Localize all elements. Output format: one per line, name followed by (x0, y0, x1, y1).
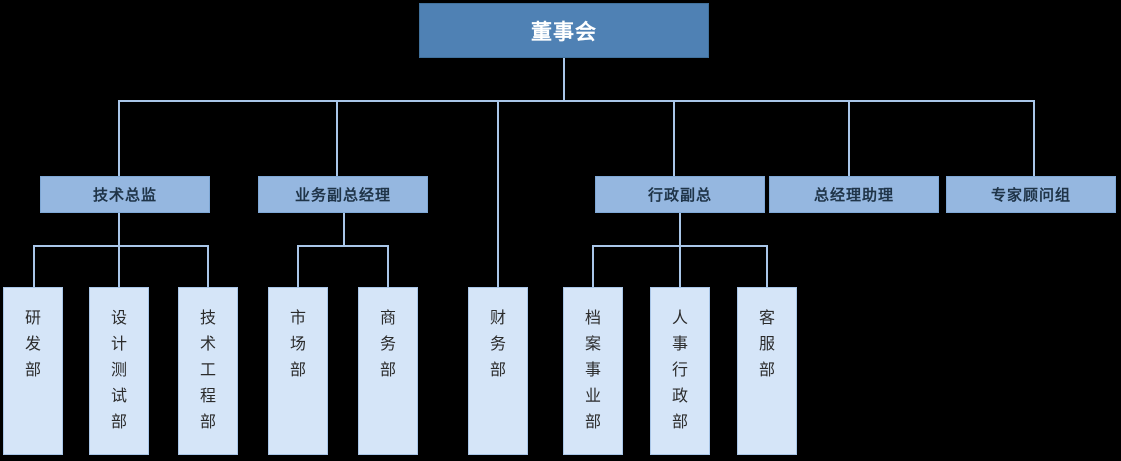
connector-drop-market-dept (297, 245, 299, 287)
node-hr-admin[interactable]: 人事行政部 (650, 287, 710, 455)
node-label: 研发部 (24, 310, 41, 379)
connector-drop-gm-assistant (848, 100, 850, 176)
connector-stem-tech-director (118, 212, 120, 246)
node-label: 商务部 (379, 310, 396, 379)
node-label: 专家顾问组 (990, 187, 1071, 204)
connector-drop-expert-advisory (1033, 100, 1035, 176)
node-admin-vp[interactable]: 行政副总 (595, 176, 765, 213)
connector-drop-admin-vp (673, 100, 675, 176)
node-label: 行政副总 (647, 187, 712, 204)
connector-drop-finance-dept (497, 100, 499, 287)
node-market-dept[interactable]: 市场部 (268, 287, 328, 455)
node-archives-div[interactable]: 档案事业部 (563, 287, 623, 455)
node-tech-director[interactable]: 技术总监 (40, 176, 210, 213)
connector-root-stem (563, 58, 565, 102)
connector-drop-commerce-dept (387, 245, 389, 287)
connector-stem-business-vp (343, 212, 345, 246)
node-gm-assistant[interactable]: 总经理助理 (769, 176, 939, 213)
node-label: 技术工程部 (199, 310, 216, 431)
connector-drop-business-vp (336, 100, 338, 176)
connector-drop-rd-dept (33, 245, 35, 287)
node-tech-eng[interactable]: 技术工程部 (178, 287, 238, 455)
node-service-dept[interactable]: 客服部 (737, 287, 797, 455)
node-label: 总经理助理 (813, 187, 894, 204)
node-board-of-directors[interactable]: 董事会 (419, 3, 709, 58)
node-business-vp[interactable]: 业务副总经理 (258, 176, 428, 213)
connector-main-bus (118, 100, 1034, 102)
connector-drop-tech-director (118, 100, 120, 176)
connector-bus-business-vp (297, 245, 388, 247)
connector-bus-tech-director (33, 245, 208, 247)
node-label: 财务部 (489, 310, 506, 379)
connector-drop-design-test (118, 245, 120, 287)
node-label: 董事会 (531, 20, 597, 44)
node-label: 设计测试部 (110, 310, 127, 431)
connector-drop-tech-eng (207, 245, 209, 287)
node-label: 业务副总经理 (294, 187, 391, 204)
connector-stem-admin-vp (679, 212, 681, 246)
connector-drop-service-dept (766, 245, 768, 287)
node-rd-dept[interactable]: 研发部 (3, 287, 63, 455)
node-label: 技术总监 (92, 187, 157, 204)
node-design-test[interactable]: 设计测试部 (89, 287, 149, 455)
node-expert-advisory[interactable]: 专家顾问组 (946, 176, 1116, 213)
connector-drop-hr-admin (679, 245, 681, 287)
node-label: 市场部 (289, 310, 306, 379)
node-label: 档案事业部 (584, 310, 601, 431)
node-label: 人事行政部 (671, 310, 688, 431)
node-commerce-dept[interactable]: 商务部 (358, 287, 418, 455)
node-label: 客服部 (758, 310, 775, 379)
node-finance-dept[interactable]: 财务部 (468, 287, 528, 455)
connector-drop-archives-div (592, 245, 594, 287)
